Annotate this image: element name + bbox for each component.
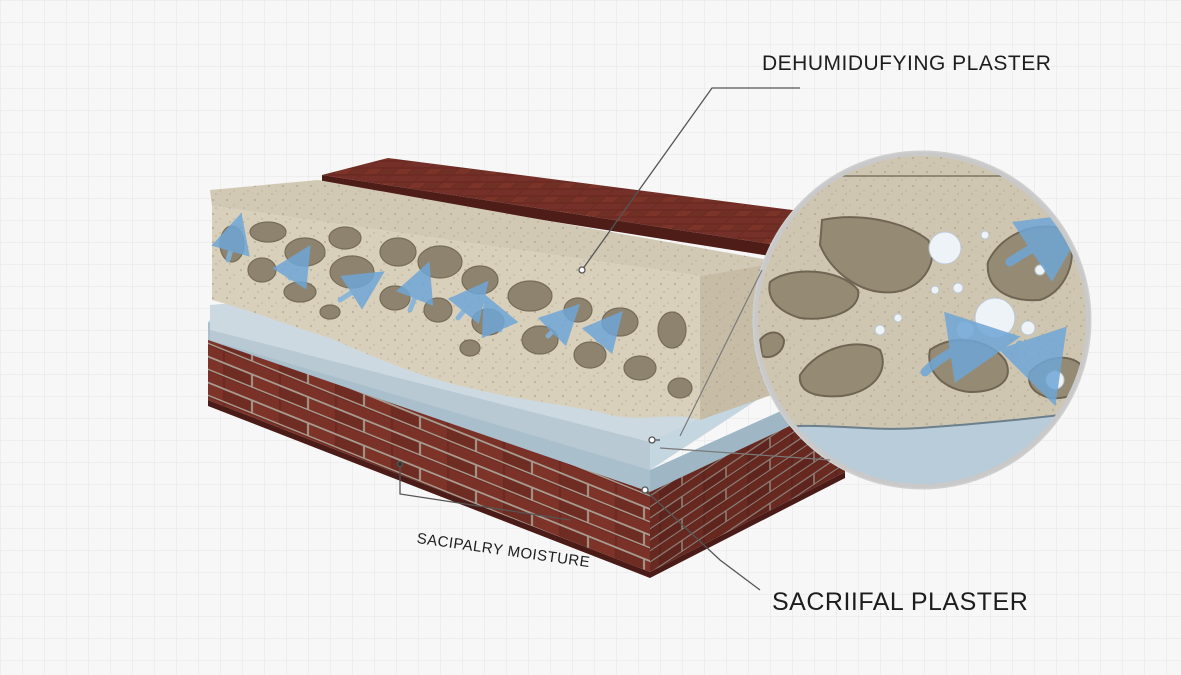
dehumidifying-plaster-block	[210, 180, 780, 420]
back-brick-wall	[322, 158, 808, 256]
zoom-arrows	[920, 212, 1088, 407]
label-dehumidifying-plaster: DEHUMIDUFYING PLASTER	[762, 52, 1052, 75]
label-sacrificial-plaster: SACRIIFAL PLASTER	[772, 588, 1029, 616]
leader-lines	[396, 87, 800, 591]
zoom-connectors	[659, 269, 831, 461]
brick-base	[208, 332, 845, 578]
double-arrow-icon	[211, 212, 624, 355]
